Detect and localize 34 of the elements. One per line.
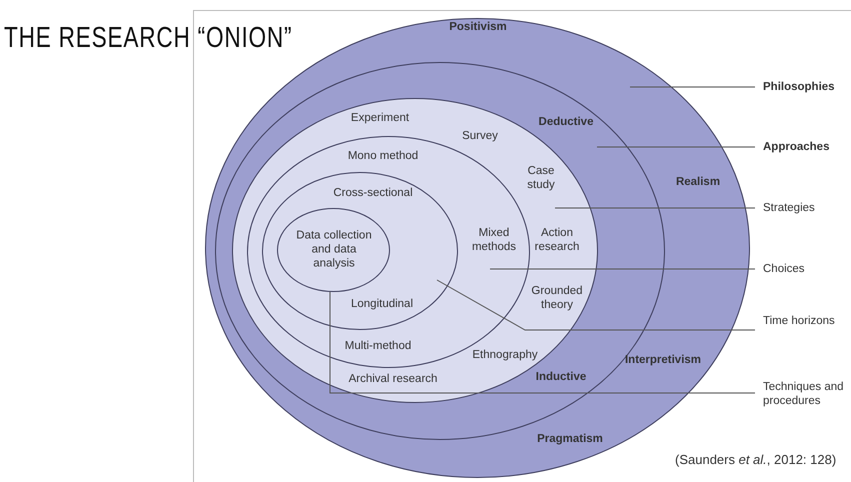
layer-label: Mono method — [346, 150, 420, 164]
layer-label: Experiment — [350, 112, 410, 126]
layer-label: Mixed methods — [470, 227, 518, 255]
layer-label: Multi-method — [344, 340, 412, 354]
layer-label: Longitudinal — [350, 298, 414, 312]
layer-label: Ethnography — [471, 349, 539, 363]
layer-label: Archival research — [348, 373, 438, 387]
layer-name: Techniques and procedures — [763, 380, 848, 409]
leader-line — [630, 86, 756, 88]
onion-layer — [277, 208, 390, 292]
leader-line — [436, 280, 756, 330]
title: THE RESEARCH “ONION” — [4, 22, 292, 55]
layer-label: Inductive — [534, 371, 588, 385]
layer-label: Realism — [674, 176, 722, 190]
layer-label: Cross-sectional — [332, 187, 414, 201]
layer-name: Time horizons — [763, 314, 848, 328]
layer-label: Pragmatism — [536, 433, 604, 447]
layer-label: Case study — [526, 165, 556, 193]
layer-label: Positivism — [448, 21, 508, 35]
layer-name: Approaches — [763, 140, 848, 154]
layer-label: Survey — [461, 130, 499, 144]
layer-label: Action research — [534, 227, 580, 255]
onion-layer — [232, 98, 598, 403]
layer-name: Choices — [763, 262, 848, 276]
layer-label: Interpretivism — [624, 354, 702, 368]
leader-line — [330, 292, 756, 394]
layer-label: Deductive — [538, 116, 594, 130]
onion-layer — [262, 172, 458, 330]
layer-name: Strategies — [763, 201, 848, 216]
citation: (Saunders et al., 2012: 128) — [675, 452, 836, 467]
layer-label: Grounded theory — [530, 285, 584, 313]
leader-line — [596, 146, 756, 148]
layer-name: Philosophies — [763, 80, 848, 94]
layer-label: Data collection and data analysis — [295, 229, 373, 271]
